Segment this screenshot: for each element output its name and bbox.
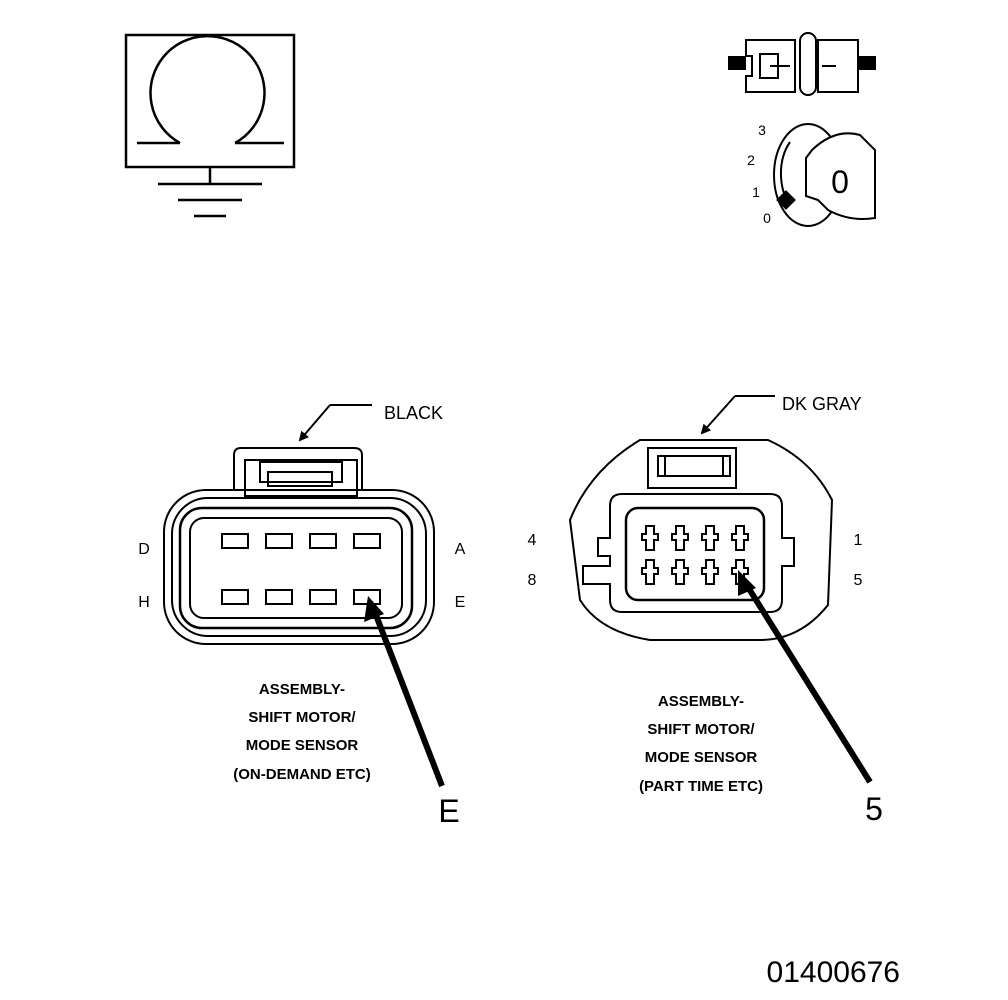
ignition-key-icon: 3 2 1 0 0: [747, 122, 876, 227]
right-pin-label-4: 4: [528, 532, 537, 549]
pin-terminal: [641, 525, 659, 551]
ignition-position-1: 1: [752, 184, 760, 200]
pin-terminal: [671, 559, 689, 585]
left-pin-label-e: E: [455, 594, 466, 611]
left-pin-label-d: D: [138, 541, 150, 558]
right-pin-label-8: 8: [528, 572, 537, 589]
pin-terminal: [701, 525, 719, 551]
figure-id: 01400676: [767, 956, 900, 989]
pin-terminal: [641, 559, 659, 585]
left-pin-label-a: A: [455, 541, 466, 558]
left-title-line-3: MODE SENSOR: [246, 737, 359, 754]
connector-disconnect-icon: [728, 32, 876, 96]
right-connector-color-label: DK GRAY: [782, 394, 862, 414]
pin-terminal: [701, 559, 719, 585]
pin-cavity: [265, 589, 293, 605]
left-title-line-4: (ON-DEMAND ETC): [233, 766, 370, 783]
pin-cavity: [353, 589, 381, 605]
pin-cavity: [221, 589, 249, 605]
right-title-line-4: (PART TIME ETC): [639, 778, 763, 795]
pin-cavity: [353, 533, 381, 549]
right-probe: [743, 582, 873, 784]
right-connector: DK GRAY 4 1 8 5 5 ASSEMBLY- SHIFT MOTOR/…: [528, 394, 883, 827]
ohm-ground-icon: [124, 33, 296, 218]
ignition-position-0: 0: [763, 210, 771, 226]
left-probe: [371, 608, 445, 788]
left-connector: BLACK D A H E E ASSEMBLY- SHIFT MOTOR/ M…: [138, 403, 465, 829]
right-pin-terminals: [641, 525, 749, 585]
left-connector-color-label: BLACK: [384, 403, 443, 423]
left-pin-label-h: H: [138, 594, 150, 611]
right-title-line-2: SHIFT MOTOR/: [647, 721, 755, 738]
pin-cavity: [265, 533, 293, 549]
pin-terminal: [671, 525, 689, 551]
right-title-line-3: MODE SENSOR: [645, 749, 758, 766]
pin-cavity: [221, 533, 249, 549]
right-title-line-1: ASSEMBLY-: [658, 693, 744, 710]
pin-cavity: [309, 533, 337, 549]
left-pin-cavities: [221, 533, 381, 605]
left-probe-label: E: [438, 793, 459, 829]
left-title-line-1: ASSEMBLY-: [259, 681, 345, 698]
right-probe-label: 5: [865, 791, 883, 827]
right-pin-label-5: 5: [854, 572, 863, 589]
ignition-position-2: 2: [747, 152, 755, 168]
ignition-key-label: 0: [831, 164, 849, 200]
pin-terminal: [731, 525, 749, 551]
left-title-line-2: SHIFT MOTOR/: [248, 709, 356, 726]
ignition-position-3: 3: [758, 122, 766, 138]
right-pin-label-1: 1: [854, 532, 863, 549]
pin-cavity: [309, 589, 337, 605]
